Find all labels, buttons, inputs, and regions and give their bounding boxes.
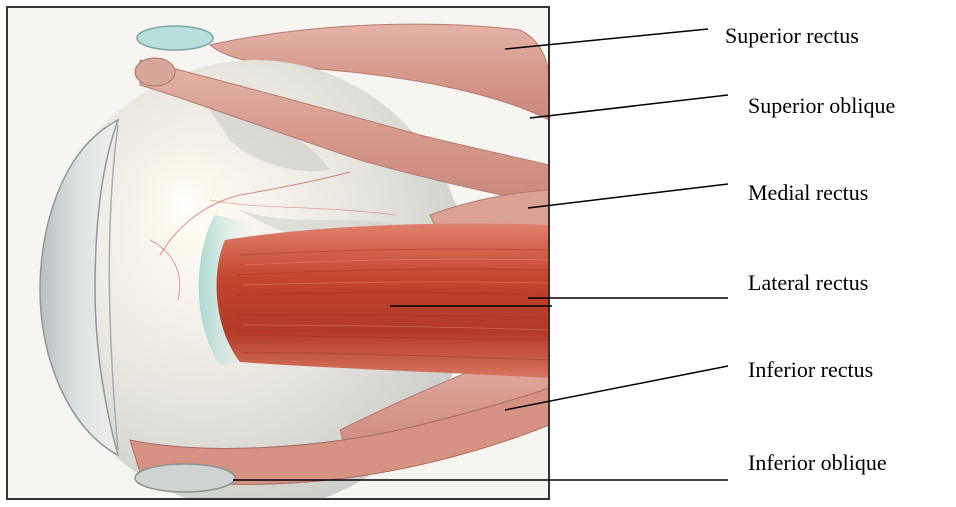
leader-superior-oblique — [530, 95, 728, 118]
label-inferior-oblique: Inferior oblique — [748, 450, 887, 475]
label-superior-rectus: Superior rectus — [725, 23, 859, 48]
label-inferior-rectus: Inferior rectus — [748, 357, 873, 382]
label-medial-rectus: Medial rectus — [748, 180, 868, 205]
eye-illustration — [7, 7, 549, 502]
trochlea — [137, 26, 213, 50]
leader-medial-rectus — [528, 184, 728, 208]
label-superior-oblique: Superior oblique — [748, 93, 895, 118]
label-lateral-rectus: Lateral rectus — [748, 270, 868, 295]
